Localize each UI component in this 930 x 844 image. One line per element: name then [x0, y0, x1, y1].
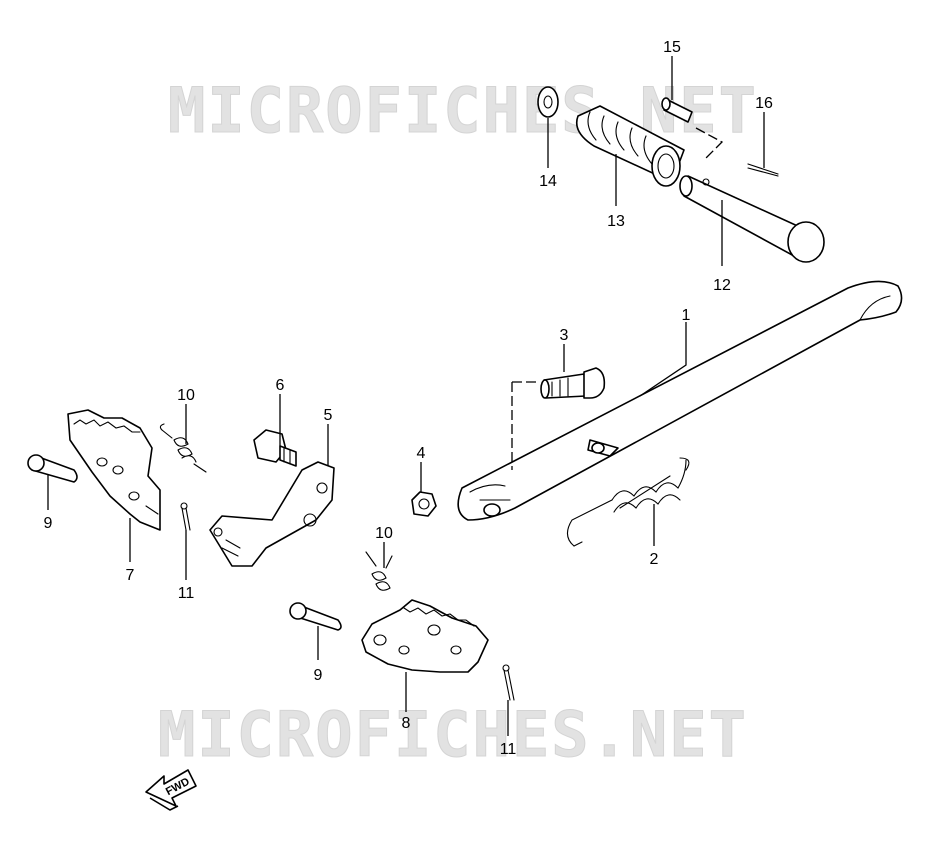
callout-6: 6: [276, 377, 285, 394]
callout-10a: 10: [177, 387, 195, 404]
stand-bolt-part: [540, 367, 606, 399]
bolt-3-guide: [511, 381, 540, 470]
callout-1: 1: [682, 307, 691, 324]
callout-12: 12: [713, 277, 731, 294]
callout-9b: 9: [314, 667, 323, 684]
callout-16: 16: [755, 95, 773, 112]
watermark-bottom: MICROFICHES.NET: [158, 698, 748, 771]
side-stand-part: [457, 280, 903, 521]
footrest-left-part: [67, 409, 161, 531]
callout-11b: 11: [500, 741, 517, 758]
callout-10b: 10: [375, 525, 393, 542]
callout-2: 2: [650, 551, 659, 568]
callout-14: 14: [539, 173, 557, 190]
cotter-pin-right-part: [502, 664, 515, 701]
callout-3: 3: [560, 327, 569, 344]
footrest-rubber-part: [575, 105, 685, 187]
bracket-bolt-part: [253, 429, 297, 467]
pin-15-guide: [695, 127, 724, 159]
footrest-pin-left-part: [27, 454, 78, 483]
callout-11a: 11: [178, 585, 195, 602]
clevis-pin-part: [661, 97, 693, 123]
callout-4: 4: [417, 445, 426, 462]
callout-13: 13: [607, 213, 625, 230]
footrest-spring-left-part: [159, 423, 207, 473]
footrest-spring-right-part: [365, 551, 393, 591]
callout-7: 7: [126, 567, 135, 584]
callout-8: 8: [402, 715, 411, 732]
stand-nut-part: [411, 491, 437, 517]
footrest-pin-right-part: [289, 602, 342, 631]
cotter-pin-small-part: [747, 163, 779, 177]
cotter-pin-left-part: [180, 502, 191, 531]
watermark-top: MICROFICHES.NET: [168, 74, 758, 147]
fwd-arrow-icon: FWD: [145, 769, 197, 811]
washer-part: [537, 86, 559, 118]
callout-9a: 9: [44, 515, 53, 532]
callout-15: 15: [663, 39, 681, 56]
pillion-footrest-pin-part: [679, 175, 825, 263]
footrest-bracket-part: [209, 461, 335, 567]
footrest-right-part: [361, 599, 489, 673]
stand-spring-part: [566, 457, 690, 547]
callout-5: 5: [324, 407, 333, 424]
leader-1: [639, 322, 687, 397]
